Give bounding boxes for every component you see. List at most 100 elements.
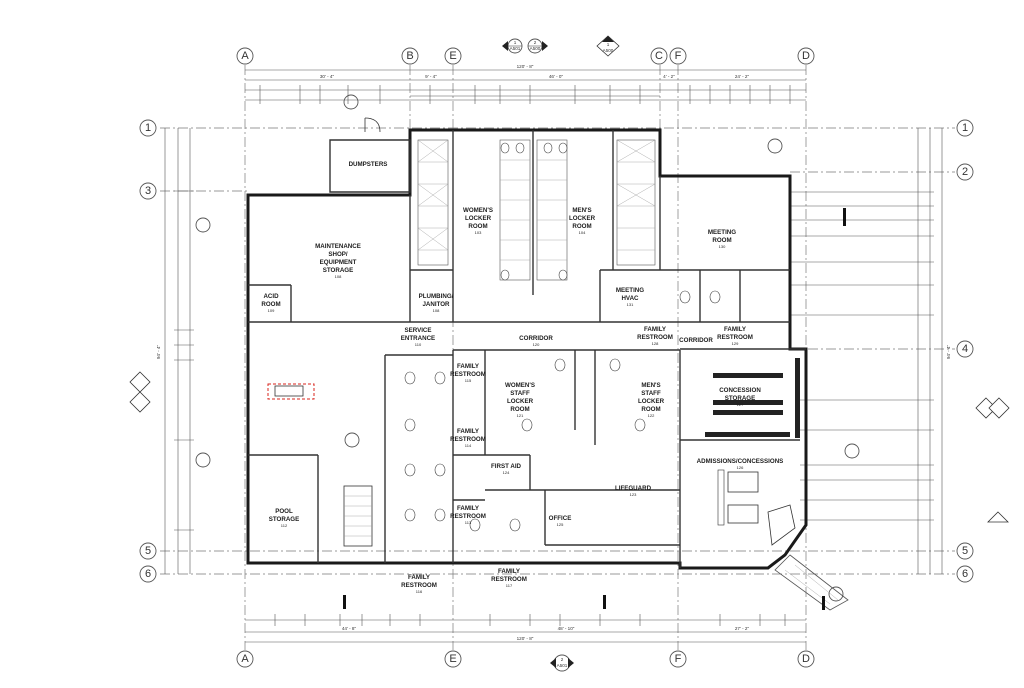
room-label-dumpsters: DUMPSTERS [349, 161, 388, 168]
room-label-corridor: CORRIDOR 120 [519, 335, 553, 347]
room-label-family-restroom-115: FAMILY RESTROOM 115 [450, 363, 486, 383]
svg-text:126: 126 [737, 465, 744, 470]
svg-text:94' - 4": 94' - 4" [156, 345, 161, 360]
room-label-concession-storage: CONCESSION STORAGE 127 [719, 387, 761, 407]
room-label-pool-storage: POOL STORAGE 112 [269, 508, 299, 528]
svg-text:114: 114 [465, 443, 472, 448]
svg-text:LOCKER: LOCKER [507, 398, 534, 405]
room-label-corridor-east: CORRIDOR [679, 337, 713, 344]
svg-text:124: 124 [503, 470, 510, 475]
svg-text:RESTROOM: RESTROOM [450, 371, 486, 378]
room-label-meeting-room: MEETING ROOM 130 [708, 229, 736, 249]
svg-text:A500: A500 [530, 46, 541, 51]
svg-text:4: 4 [962, 343, 968, 355]
room-label-family-restroom-114: FAMILY RESTROOM 114 [450, 428, 486, 448]
svg-text:120' - 8": 120' - 8" [517, 64, 534, 69]
svg-text:125: 125 [557, 522, 564, 527]
svg-text:STORAGE: STORAGE [269, 516, 299, 523]
svg-text:RESTROOM: RESTROOM [491, 576, 527, 583]
grid-bubble-row-5-left: 5 [139, 542, 157, 560]
room-label-family-restroom-113: FAMILY RESTROOM 113 [450, 505, 486, 525]
svg-text:ROOM: ROOM [510, 406, 529, 413]
svg-text:ACID: ACID [263, 293, 279, 300]
svg-text:RESTROOM: RESTROOM [450, 436, 486, 443]
svg-text:ROOM: ROOM [261, 301, 280, 308]
svg-text:MEETING: MEETING [708, 229, 736, 236]
svg-text:117: 117 [506, 583, 513, 588]
grid-bubble-row-1-right: 1 [956, 119, 974, 137]
svg-text:JANITOR: JANITOR [422, 301, 450, 308]
svg-text:MEN'S: MEN'S [641, 382, 660, 389]
room-label-womens-locker-room: WOMEN'S LOCKER ROOM 103 [463, 207, 493, 235]
svg-text:27' - 2": 27' - 2" [735, 626, 750, 631]
svg-text:WOMEN'S: WOMEN'S [505, 382, 535, 389]
svg-text:24' - 2": 24' - 2" [735, 74, 750, 79]
svg-text:STORAGE: STORAGE [725, 395, 755, 402]
svg-text:PLUMBING/: PLUMBING/ [419, 293, 454, 300]
grid-bubble-row-6-right: 6 [956, 565, 974, 583]
room-label-first-aid: FIRST AID 124 [491, 463, 522, 475]
room-label-mens-locker-room: MEN'S LOCKER ROOM 104 [569, 207, 596, 235]
grid-bubble-col-f-top: F [669, 47, 687, 65]
grid-bubble-row-2-right: 2 [956, 163, 974, 181]
svg-text:ROOM: ROOM [572, 223, 591, 230]
room-label-admissions-concessions: ADMISSIONS/CONCESSIONS 126 [697, 458, 784, 470]
dimensions-bottom: 44' - 8" 48' - 10" 27' - 2" 120' - 8" [245, 614, 806, 643]
grid-bubble-col-f-bottom: F [669, 650, 687, 668]
room-label-mens-staff-locker: MEN'S STAFF LOCKER ROOM 122 [638, 382, 665, 418]
room-label-family-restroom-117: FAMILY RESTROOM 117 [491, 568, 527, 588]
admissions-counter [717, 469, 796, 546]
svg-text:6: 6 [962, 568, 968, 580]
room-label-family-restroom-116: FAMILY RESTROOM 116 [401, 574, 437, 594]
svg-text:A501: A501 [510, 46, 521, 51]
svg-text:2: 2 [534, 40, 537, 45]
svg-text:POOL: POOL [275, 508, 293, 515]
grid-bubble-col-e-top: E [444, 47, 462, 65]
svg-text:MEN'S: MEN'S [572, 207, 591, 214]
svg-text:44' - 8": 44' - 8" [342, 626, 357, 631]
svg-text:103: 103 [475, 230, 482, 235]
room-label-womens-staff-locker: WOMEN'S STAFF LOCKER ROOM 121 [505, 382, 535, 418]
svg-text:F: F [675, 50, 682, 62]
svg-text:2: 2 [962, 166, 968, 178]
svg-text:FAMILY: FAMILY [724, 326, 747, 333]
grid-bubble-col-e-bottom: E [444, 650, 462, 668]
svg-text:MAINTENANCE: MAINTENANCE [315, 243, 361, 250]
svg-text:130: 130 [719, 244, 726, 249]
svg-text:LOCKER: LOCKER [465, 215, 492, 222]
room-label-meeting-hvac: MEETING HVAC 131 [616, 287, 644, 307]
room-label-plumbing-janitor: PLUMBING/ JANITOR 108 [419, 293, 454, 313]
svg-text:120: 120 [533, 342, 540, 347]
grid-bubble-row-1-left: 1 [139, 119, 157, 137]
svg-text:ROOM: ROOM [641, 406, 660, 413]
svg-text:OFFICE: OFFICE [549, 515, 572, 522]
svg-text:FAMILY: FAMILY [457, 505, 480, 512]
svg-text:EQUIPMENT: EQUIPMENT [320, 259, 357, 266]
room-label-family-restroom-129: FAMILY RESTROOM 129 [717, 326, 753, 346]
svg-text:5: 5 [962, 545, 968, 557]
svg-text:D: D [802, 653, 810, 665]
dimensions-top: 120' - 8" 30' - 4" 9' - 4" 46' - 0" 4' -… [245, 64, 806, 104]
svg-text:F: F [675, 653, 682, 665]
svg-text:CORRIDOR: CORRIDOR [679, 337, 713, 344]
section-marker-bottom: 2 A501 [550, 654, 574, 672]
svg-text:LIFEGUARD: LIFEGUARD [615, 485, 652, 492]
svg-text:113: 113 [465, 520, 472, 525]
grid-bubble-col-a-top: A [236, 47, 254, 65]
grid-bubble-col-c-top: C [650, 47, 668, 65]
svg-text:122: 122 [648, 413, 655, 418]
building-walls [246, 128, 808, 570]
svg-text:HVAC: HVAC [621, 295, 639, 302]
svg-text:109: 109 [268, 308, 275, 313]
svg-text:121: 121 [517, 413, 524, 418]
svg-text:108: 108 [433, 308, 440, 313]
section-marker-top-pair: 1 A501 2 A500 [502, 38, 548, 54]
svg-text:115: 115 [465, 378, 472, 383]
svg-text:ROOM: ROOM [468, 223, 487, 230]
svg-text:SERVICE: SERVICE [404, 327, 431, 334]
svg-text:A500: A500 [603, 48, 614, 53]
svg-text:1: 1 [145, 122, 151, 134]
svg-text:ROOM: ROOM [712, 237, 731, 244]
exterior-ramp [774, 554, 849, 611]
